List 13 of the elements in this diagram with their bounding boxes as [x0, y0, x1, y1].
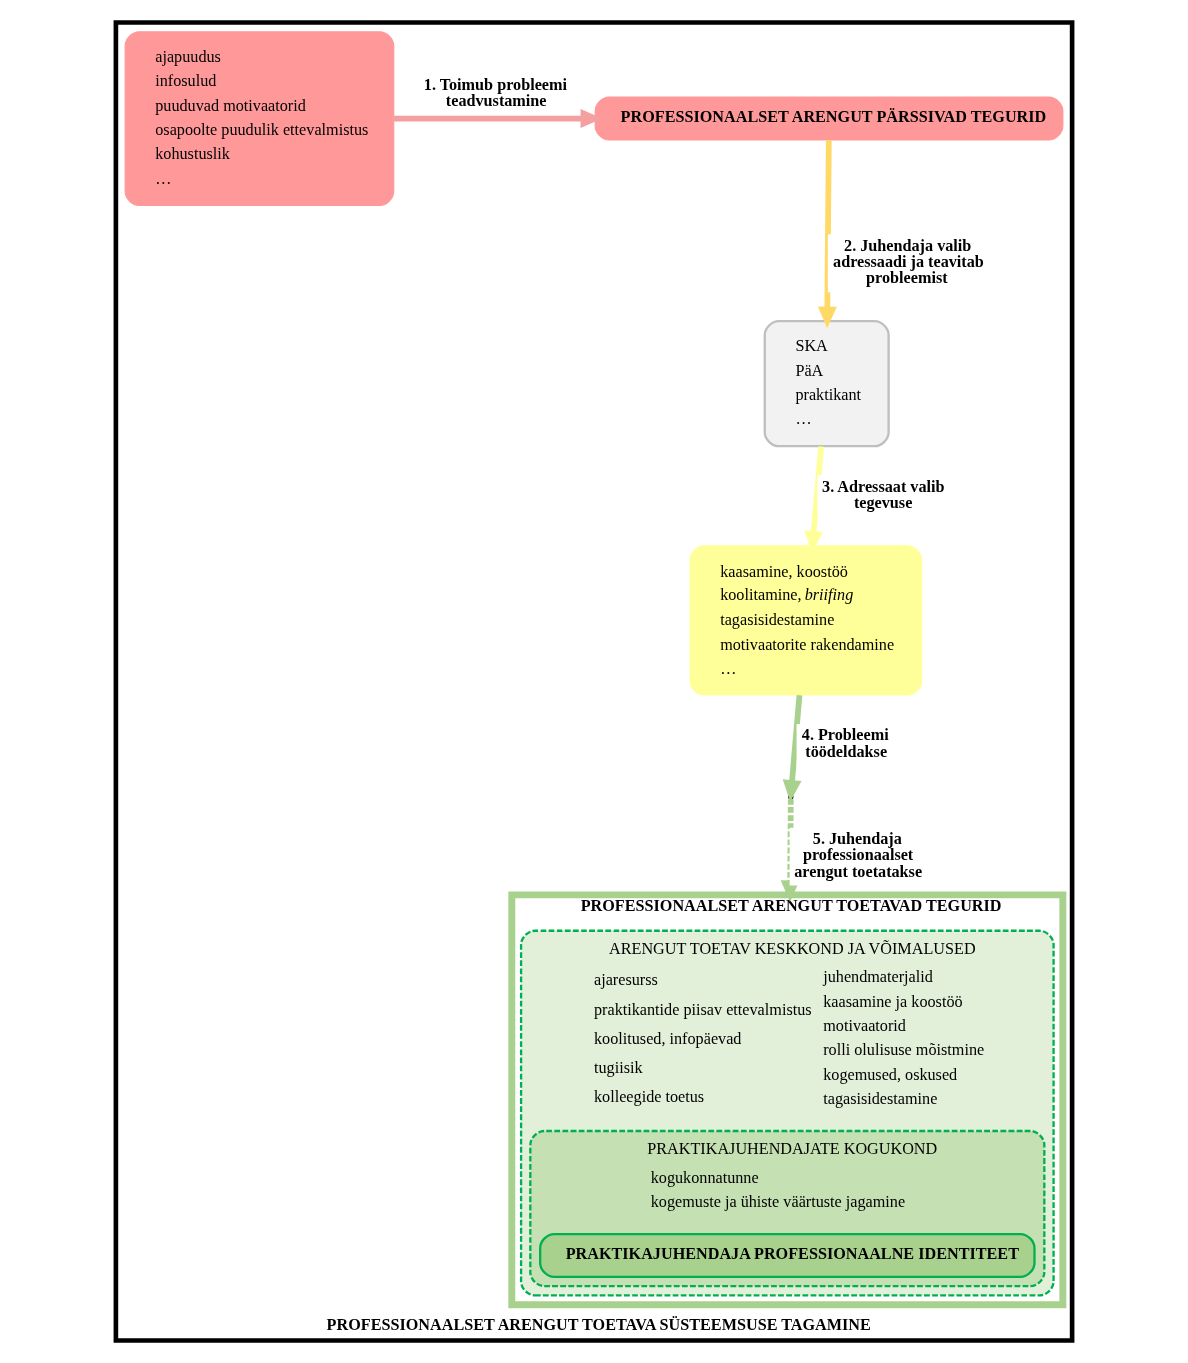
- edge-label: 3. Adressaat valib tegevuse: [822, 477, 945, 512]
- arrow: [780, 779, 802, 903]
- node-box: ajapuudus infosulud puuduvad motivaatorid osapoolte puudulik ettevalmistus kohustuslik …: [124, 31, 395, 206]
- edge-label: 2. Juhendaja valib adressaadi ja teavitab probleemist: [833, 236, 984, 288]
- arrow: [394, 109, 603, 129]
- edge-label: 4. Probleemi töödeldakse: [801, 726, 889, 761]
- edge-label: 1. Toimub probleemi teadvustamine: [423, 75, 568, 111]
- node-box: PROFESSIONAALSET ARENGUT PÄRSSIVAD TEGURID: [594, 96, 1064, 141]
- node-box: SKA PäA praktikant …: [763, 319, 890, 448]
- node-box: kaasamine, koostöö koolitamine, briifing tagasisidestamine motivaatorite rakendamine …: [689, 545, 923, 696]
- arrow: [817, 140, 837, 329]
- edge-label: 5. Juhendaja professionaalset arengut toetatakse: [794, 830, 923, 881]
- node-box: PRAKTIKAJUHENDAJA PROFESSIONAALNE IDENTITEET: [539, 1232, 1036, 1279]
